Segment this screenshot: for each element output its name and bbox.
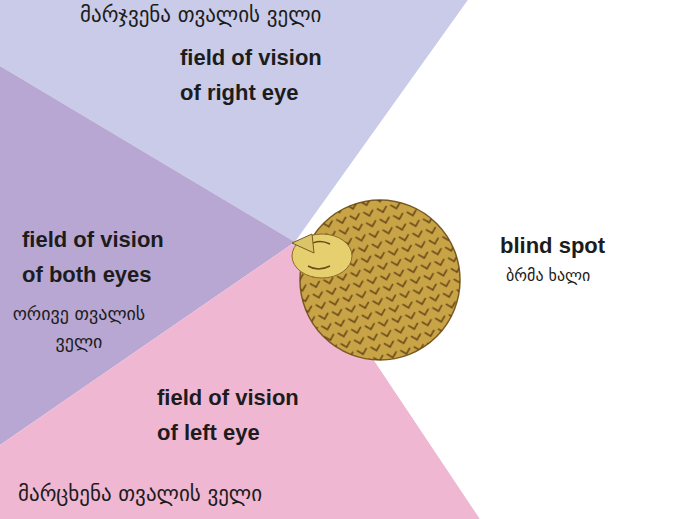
field-label: field of vision of left eye <box>157 380 317 450</box>
bird-face <box>292 234 352 278</box>
field-label-georgian: ორივე თვალის ველი <box>4 300 154 356</box>
field-label: field of vision of both eyes <box>22 222 182 292</box>
field-label-georgian: ბრმა ხალი <box>506 262 590 290</box>
bird-feathers <box>300 200 460 360</box>
field-label-georgian: მარჯვენა თვალის ველი <box>80 1 321 29</box>
field-label: blind spot <box>500 228 605 263</box>
bird-brow <box>308 266 330 269</box>
field-wedge-shape <box>295 0 684 519</box>
field-label-georgian: მარცხენა თვალის ველი <box>18 480 262 508</box>
bird-body <box>300 200 460 360</box>
bird-beak <box>292 234 314 253</box>
field-label: field of vision of right eye <box>180 40 340 110</box>
